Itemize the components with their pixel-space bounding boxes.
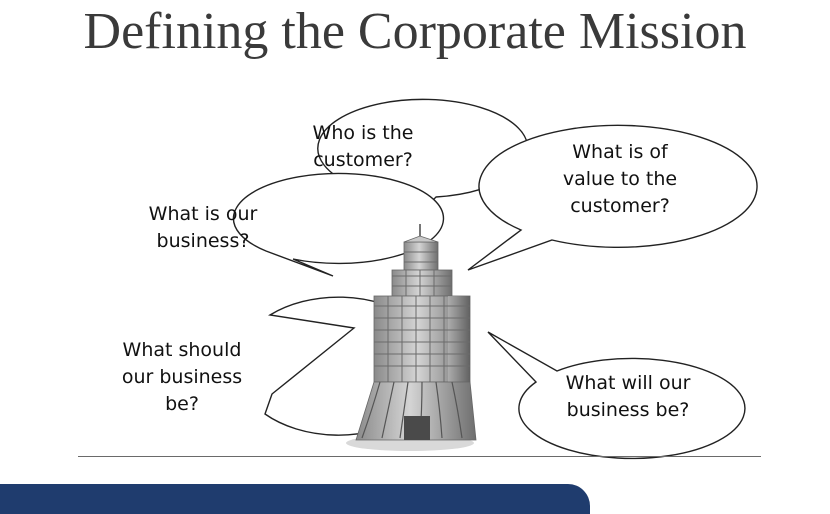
- mission-diagram: [232, 98, 758, 460]
- bubble-will-be: [487, 331, 746, 460]
- divider-line: [78, 456, 761, 457]
- bubble-value: [467, 124, 758, 271]
- bubble-line: business?: [156, 230, 250, 252]
- bubble-text-business: What is our business?: [118, 201, 288, 255]
- office-building-icon: [346, 224, 477, 451]
- bubble-line: be?: [165, 393, 199, 415]
- bubble-text-should-be: What should our business be?: [102, 337, 262, 418]
- bubble-text-will-be: What will our business be?: [538, 370, 718, 424]
- bubble-line: our business: [121, 366, 243, 388]
- bubble-line: What should: [122, 339, 242, 361]
- bubble-text-value: What is of value to the customer?: [520, 139, 720, 220]
- bubble-line: business be?: [566, 399, 690, 421]
- bubble-line: What will our: [565, 372, 691, 394]
- bubble-line: What is of: [572, 141, 668, 163]
- slide-title: Defining the Corporate Mission: [83, 3, 747, 60]
- bubble-business: [232, 172, 445, 277]
- bubble-text-customer-who: Who is the customer?: [283, 120, 443, 174]
- bubble-line: What is our: [148, 203, 258, 225]
- bubble-line: customer?: [570, 195, 670, 217]
- bubble-line: value to the: [562, 168, 678, 190]
- footer-bar: [0, 484, 590, 514]
- bubble-line: customer?: [313, 149, 413, 171]
- bubble-line: Who is the: [312, 122, 414, 144]
